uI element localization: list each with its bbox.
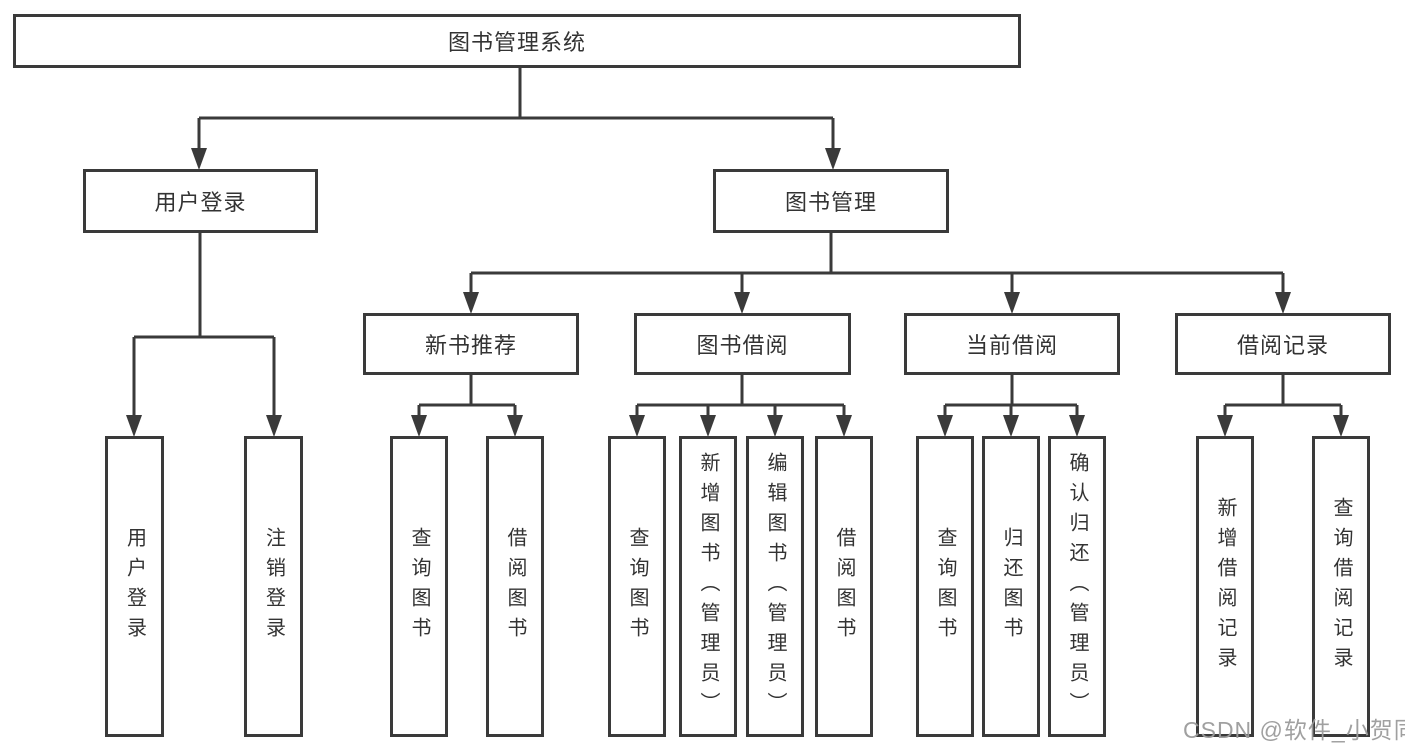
leaf-logout: 注销登录	[244, 436, 303, 737]
leaf-query-books-current: 查询图书	[916, 436, 974, 737]
node-label: 借阅图书	[833, 526, 855, 647]
node-label: 查询图书	[934, 526, 956, 647]
node-label: 归还图书	[1000, 526, 1022, 647]
node-label: 图书管理系统	[447, 30, 586, 55]
node-label: 查询图书	[626, 526, 648, 647]
leaf-borrow-books-recommend: 借阅图书	[486, 436, 544, 737]
node-book-management: 图书管理	[713, 169, 949, 233]
node-label: 用户登录	[154, 190, 247, 215]
leaf-add-book-admin: 新增图书（管理员）	[679, 436, 737, 737]
leaf-query-books-recommend: 查询图书	[390, 436, 448, 737]
leaf-query-books-borrowing: 查询图书	[608, 436, 666, 737]
leaf-edit-book-admin: 编辑图书（管理员）	[746, 436, 804, 737]
node-label: 注销登录	[262, 526, 285, 647]
node-label: 当前借阅	[965, 333, 1058, 358]
node-label: 查询图书	[408, 526, 430, 647]
node-label: 用户登录	[123, 526, 146, 647]
leaf-user-login: 用户登录	[105, 436, 164, 737]
node-book-borrowing: 图书借阅	[634, 313, 851, 375]
node-current-borrowing: 当前借阅	[904, 313, 1120, 375]
leaf-confirm-return-admin: 确认归还（管理员）	[1048, 436, 1106, 737]
node-user-login: 用户登录	[83, 169, 318, 233]
node-label: 借阅图书	[504, 526, 526, 647]
node-label: 新书推荐	[424, 333, 517, 358]
node-label: 图书管理	[784, 190, 877, 215]
node-label: 图书借阅	[696, 333, 789, 358]
leaf-query-borrow-record: 查询借阅记录	[1312, 436, 1370, 737]
node-label: 新增图书（管理员）	[697, 451, 719, 722]
node-borrowing-records: 借阅记录	[1175, 313, 1391, 375]
node-label: 新增借阅记录	[1214, 496, 1236, 677]
leaf-return-books: 归还图书	[982, 436, 1040, 737]
leaf-borrow-books: 借阅图书	[815, 436, 873, 737]
node-library-management-system: 图书管理系统	[13, 14, 1021, 68]
arrowheads	[126, 148, 1349, 437]
node-new-book-recommend: 新书推荐	[363, 313, 579, 375]
node-label: 确认归还（管理员）	[1066, 451, 1088, 722]
node-label: 查询借阅记录	[1330, 496, 1352, 677]
node-label: 借阅记录	[1236, 333, 1329, 358]
leaf-add-borrow-record: 新增借阅记录	[1196, 436, 1254, 737]
csdn-watermark: CSDN @软件_小贺同学	[1183, 717, 1405, 743]
node-label: 编辑图书（管理员）	[764, 451, 786, 722]
